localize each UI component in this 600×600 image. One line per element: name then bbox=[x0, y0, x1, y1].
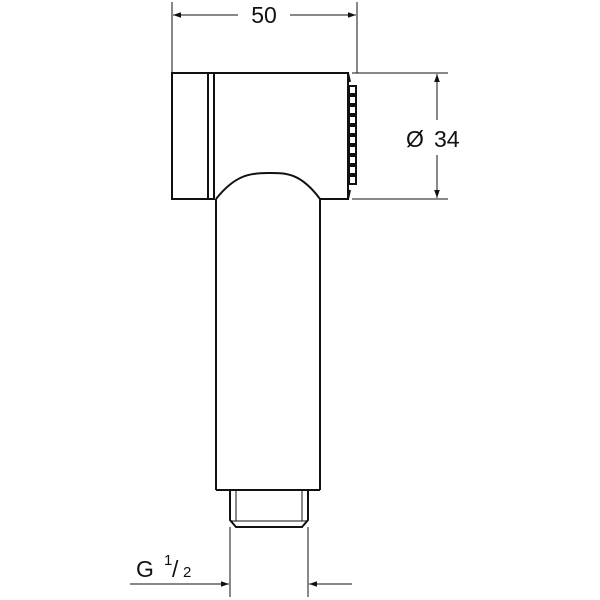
thread-denominator: 2 bbox=[183, 564, 191, 581]
nozzle bbox=[348, 115, 357, 125]
thread-prefix: G bbox=[136, 556, 154, 582]
thread-numerator: 1 bbox=[164, 552, 172, 569]
diameter-value: 34 bbox=[434, 126, 460, 152]
nozzle bbox=[348, 155, 357, 165]
diameter-dimension: Ø 34 bbox=[352, 72, 460, 200]
nozzle bbox=[348, 145, 357, 155]
nozzle bbox=[348, 135, 357, 145]
nozzle bbox=[348, 105, 357, 115]
handle-stem bbox=[215, 199, 321, 491]
nozzle bbox=[348, 125, 357, 135]
nozzle bbox=[348, 95, 357, 105]
thread-outline bbox=[229, 490, 309, 528]
nozzle bbox=[348, 175, 357, 185]
width-dimension: 50 bbox=[171, 2, 358, 73]
spray-face bbox=[347, 72, 357, 200]
thread-slash: / bbox=[172, 556, 179, 582]
thread-dimension: G 1 / 2 bbox=[130, 527, 352, 597]
rear-cap bbox=[171, 72, 209, 200]
shower-head bbox=[171, 72, 357, 200]
nozzle bbox=[348, 85, 357, 95]
nozzle bbox=[348, 165, 357, 175]
cap-ring bbox=[207, 72, 215, 200]
head-body bbox=[214, 72, 349, 200]
diameter-symbol: Ø bbox=[406, 126, 424, 152]
thread-connector bbox=[229, 490, 309, 528]
width-label: 50 bbox=[251, 2, 277, 28]
